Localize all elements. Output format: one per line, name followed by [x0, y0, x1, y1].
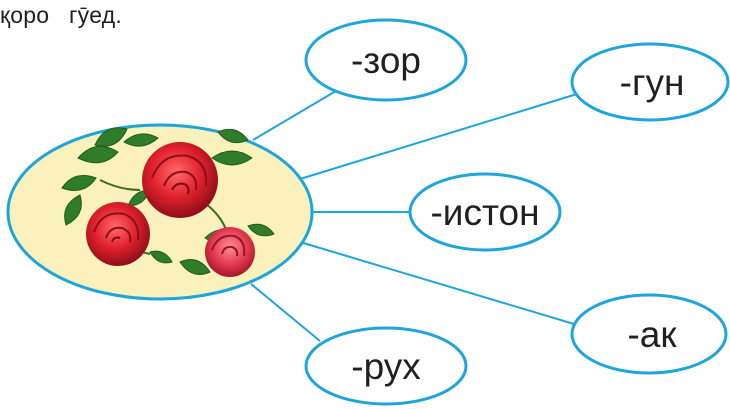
suffix-node-ak: -ак	[570, 293, 728, 375]
suffix-label-zor: -зор	[351, 40, 421, 81]
connector-zor	[252, 87, 342, 141]
suffix-node-rukh: -рух	[304, 326, 468, 406]
connector-lines	[250, 87, 578, 342]
suffix-node-gun: -гун	[570, 42, 730, 122]
instruction-text: қоро гӯед.	[0, 2, 122, 28]
center-node	[6, 123, 314, 301]
connector-rukh	[250, 283, 321, 342]
rose-left	[86, 202, 150, 266]
suffix-label-gun: -гун	[620, 62, 685, 103]
rose-top	[142, 142, 218, 218]
suffix-label-rukh: -рух	[351, 346, 421, 387]
rose-bouquet-icon	[61, 127, 275, 277]
connector-ak	[299, 241, 575, 325]
suffix-node-iston: -истон	[408, 172, 562, 252]
suffix-label-iston: -истон	[430, 192, 539, 233]
rose-right	[205, 227, 255, 277]
suffix-label-ak: -ак	[627, 314, 677, 355]
suffix-node-zor: -зор	[304, 18, 468, 102]
connector-gun	[299, 93, 578, 180]
